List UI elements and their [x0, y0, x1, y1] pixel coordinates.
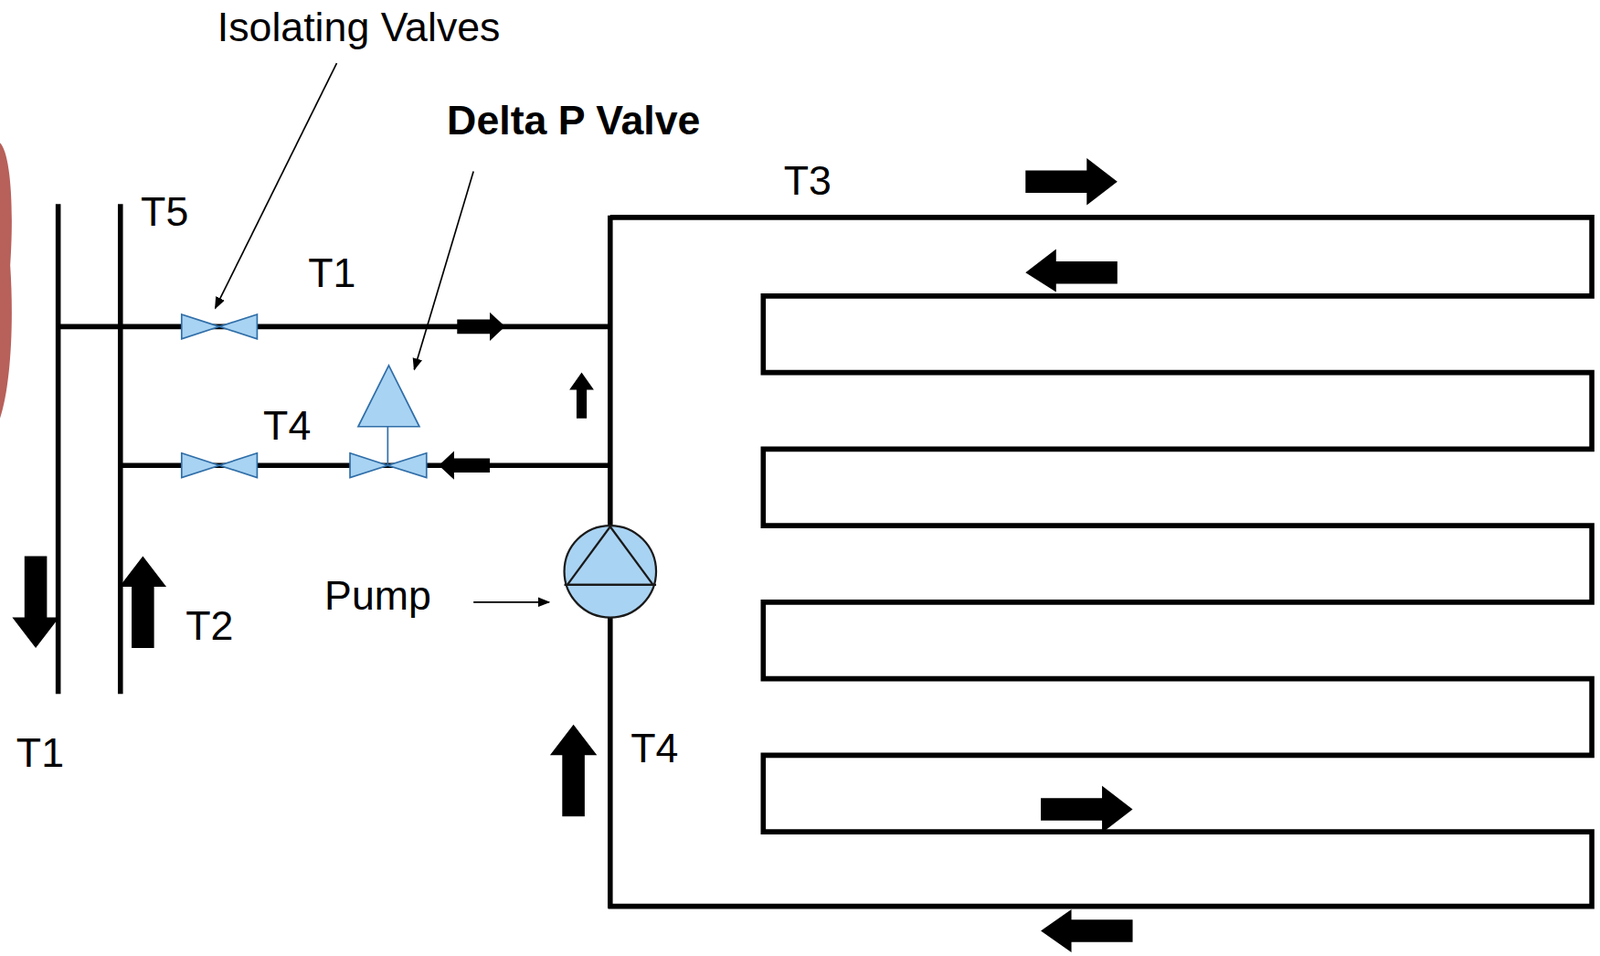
temperature-label: T5	[140, 187, 189, 234]
temperature-label: T3	[784, 157, 832, 204]
temperature-label: T4	[630, 724, 679, 772]
leader-lines	[215, 63, 550, 603]
callout-label: Pump	[324, 571, 432, 618]
callout-label: Isolating Valves	[217, 2, 501, 50]
pipework	[58, 203, 1592, 909]
temperature-label: T1	[16, 728, 64, 775]
pump-symbol	[564, 525, 657, 618]
temperature-label: T1	[307, 248, 356, 296]
valve-title: Delta P Valve	[446, 96, 700, 144]
flow-arrows	[11, 158, 1133, 953]
valve-symbols	[181, 314, 427, 478]
temperature-label: T2	[185, 602, 234, 649]
boiler-fragment	[0, 142, 12, 419]
temperature-label: T4	[263, 402, 311, 449]
